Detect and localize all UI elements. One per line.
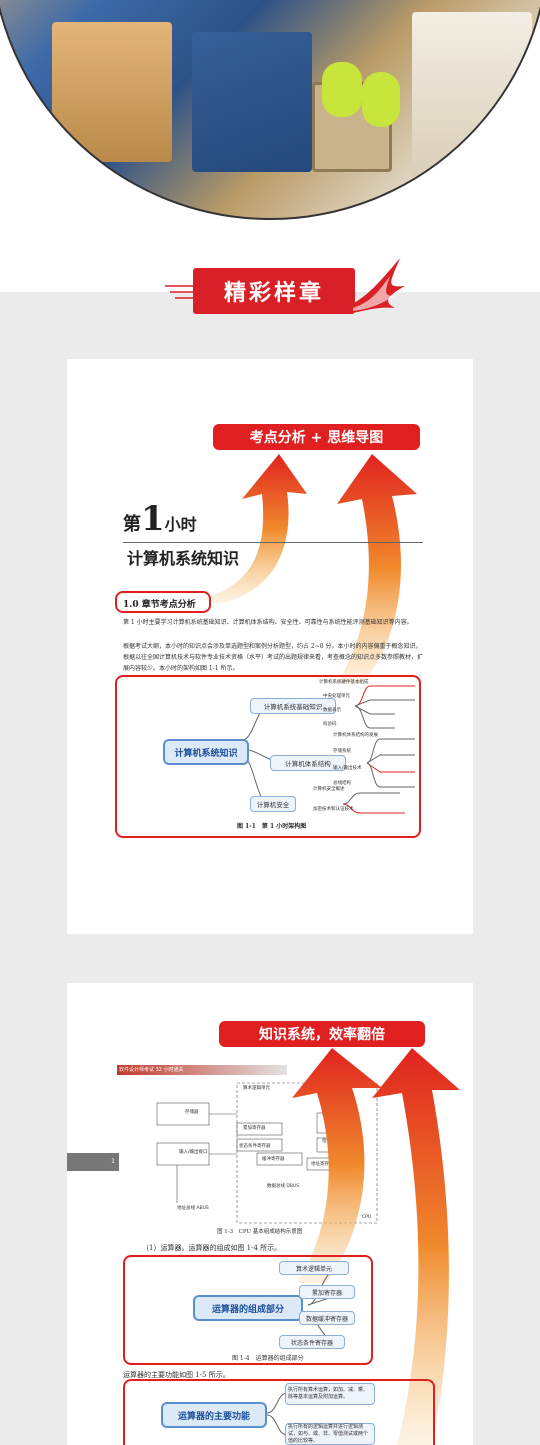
- page2-callout-text: 知识系统，效率翻倍: [259, 1027, 385, 1043]
- section-title: 精彩样章: [223, 281, 324, 306]
- leaf-status: 状态条件寄存器: [279, 1335, 345, 1349]
- intro-paragraph: 第 1 小时主要学习计算机系统基础知识、计算机体系结构、安全性、可靠性与系统性能…: [123, 619, 413, 626]
- leaf: 中央处理单元: [323, 694, 350, 699]
- mindmap-root: 运算器的组成部分: [193, 1295, 303, 1321]
- leaf: 加密技术和认证技术: [313, 807, 354, 812]
- section-heading-box: [115, 591, 211, 613]
- section-heading: 1.0 章节考点分析: [123, 600, 196, 610]
- leaf-logic: 执行所有的逻辑运算并进行逻辑测试，如与、或、非、零值测试或两个值的比较等。: [285, 1423, 375, 1445]
- cpu-status-label: 状态条件寄存器: [239, 1144, 271, 1149]
- curved-arrow-icon: [337, 454, 417, 684]
- leaf-acc: 累加寄存器: [299, 1285, 355, 1299]
- leaf: 计算机系统硬件基本组成: [319, 680, 369, 685]
- leaf: 总线结构: [333, 781, 351, 786]
- paragraph: 运算器的主要功能如图 1-5 所示。: [123, 1371, 230, 1379]
- figure-caption: 图 1-1 第 1 小时架构图: [237, 823, 307, 830]
- side-tab: 1: [67, 1153, 119, 1171]
- leaf-arith: 执行所有算术运算，如加、减、乘、除等基本运算及附加运算。: [285, 1383, 375, 1405]
- hero-photo: [0, 0, 540, 220]
- page2-callout: 知识系统，效率翻倍: [219, 1021, 425, 1047]
- curved-arrow-icon: [292, 1048, 382, 1283]
- leaf: 数据表示: [323, 708, 341, 713]
- flame-icon: [345, 258, 405, 314]
- chapter-rule: [123, 542, 423, 543]
- cpu-acc-label: 累加寄存器: [243, 1126, 266, 1131]
- leaf: 计算机安全概述: [313, 787, 345, 792]
- branch-security: 计算机安全: [250, 796, 296, 812]
- cpu-storage-label: 存储器: [185, 1110, 199, 1115]
- sample-page-1: 考点分析 + 思维导图 第1小时 计算机系统知识 1.0 章节考点分析 第 1 …: [67, 359, 473, 934]
- chapter-number: 第1小时: [123, 499, 197, 539]
- curved-arrow-icon: [372, 1048, 460, 1445]
- figure-caption: 图 1-4 运算器的组成部分: [232, 1355, 304, 1362]
- mindmap-root: 计算机系统知识: [163, 739, 249, 765]
- sample-page-2: 知识系统，效率翻倍 软件设计师考试 32 小时通关 1 存储器 输入/输出接口 …: [67, 983, 473, 1445]
- figure-caption: 图 1-3 CPU 基本组成结构示意图: [217, 1229, 303, 1235]
- branch-system-basics: 计算机系统基础知识: [250, 698, 336, 714]
- leaf: 校验码: [323, 722, 337, 727]
- section-title-banner: 精彩样章: [193, 268, 355, 314]
- cpu-buffer-label: 缓冲寄存器: [262, 1157, 285, 1162]
- leaf-alu: 算术逻辑单元: [279, 1261, 349, 1275]
- curved-arrow-icon: [202, 454, 307, 604]
- cpu-io-label: 输入/输出接口: [179, 1150, 208, 1155]
- cpu-addr-label: 地址寄存器: [311, 1162, 334, 1167]
- cpu-alu-label: 算术逻辑单元: [243, 1086, 270, 1091]
- branch-architecture: 计算机体系结构: [270, 755, 346, 771]
- cpu-abus-label: 地址总线 ABUS: [177, 1206, 209, 1211]
- mindmap-frame: [123, 1255, 373, 1365]
- leaf: 计算机体系结构的发展: [333, 733, 378, 738]
- leaf: 输入/输出技术: [333, 766, 362, 771]
- leaf: 存储系统: [333, 749, 351, 754]
- cpu-label: CPU: [362, 1215, 372, 1220]
- leaf-buffer: 数据缓冲寄存器: [299, 1311, 355, 1325]
- exam-paragraph: 根据考试大纲，本小时的知识点会涉及单选题型和案例分析题型，约占 2~8 分。本小…: [123, 643, 424, 672]
- speed-lines-icon: [165, 285, 195, 299]
- page-header: 软件设计师考试 32 小时通关: [117, 1065, 287, 1075]
- cpu-dbus-label: 数据总线 DBUS: [267, 1184, 300, 1189]
- mindmap-frame: [115, 675, 421, 838]
- mindmap-root: 运算器的主要功能: [161, 1402, 267, 1428]
- page1-callout-text: 考点分析 + 思维导图: [249, 430, 384, 446]
- chapter-title: 计算机系统知识: [127, 549, 240, 568]
- mindmap-connectors: [266, 1392, 288, 1436]
- paragraph: （1）运算器。运算器的组成如图 1-4 所示。: [142, 1244, 282, 1252]
- page1-callout: 考点分析 + 思维导图: [213, 424, 420, 450]
- mindmap-frame: [123, 1379, 435, 1445]
